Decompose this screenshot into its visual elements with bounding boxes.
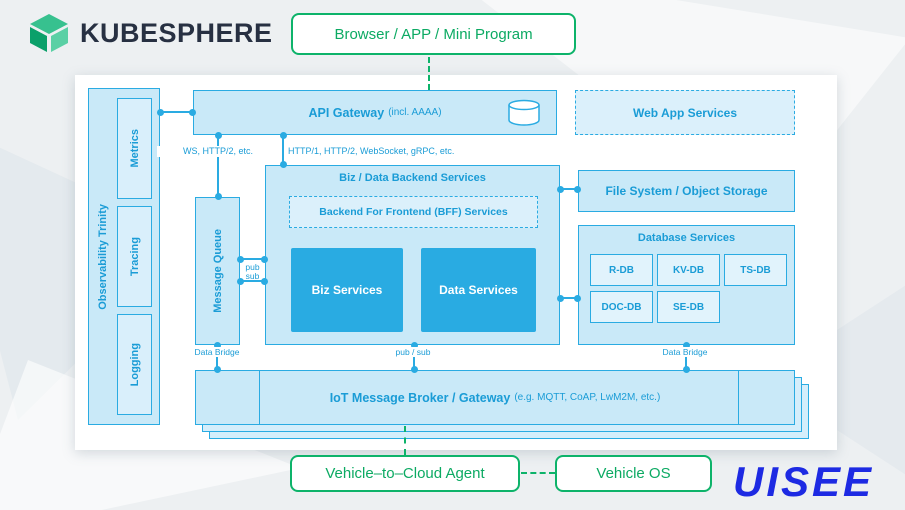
connector-observability-gateway: [157, 108, 196, 116]
connector-gateway-mq: [214, 132, 222, 200]
browser-app-label: Browser / APP / Mini Program: [334, 25, 533, 43]
se-db-label: SE-DB: [672, 301, 705, 313]
connector-iot-to-agent: [404, 426, 406, 455]
http-protocol-label: HTTP/1, HTTP/2, WebSocket, gRPC, etc.: [288, 146, 455, 156]
ws-protocol-label: WS, HTTP/2, etc.: [157, 146, 279, 157]
logging-label: Logging: [128, 342, 141, 387]
logging-box: Logging: [117, 314, 152, 415]
vehicle-to-cloud-agent-label: Vehicle–to–Cloud Agent: [325, 465, 485, 482]
architecture-canvas: Observability Trinity Metrics Tracing Lo…: [75, 75, 837, 450]
uisee-wordmark: UISEE: [733, 458, 875, 505]
data-bridge-left-label: Data Bridge: [185, 347, 249, 357]
pub-sub-label: pub / sub: [381, 347, 445, 357]
data-bridge-right-label: Data Bridge: [653, 347, 717, 357]
biz-services-box: Biz Services: [291, 248, 403, 332]
kubesphere-logo: KUBESPHERE: [28, 12, 273, 54]
metrics-label: Metrics: [128, 129, 141, 168]
database-services-box: Database Services R-DB KV-DB TS-DB DOC-D…: [578, 225, 795, 345]
data-services-box: Data Services: [421, 248, 536, 332]
doc-db-box: DOC-DB: [590, 291, 653, 323]
connector-database-iot: [682, 342, 690, 373]
biz-services-label: Biz Services: [311, 283, 383, 297]
web-app-services-label: Web App Services: [632, 105, 738, 120]
connector-browser-to-gateway: [428, 57, 430, 90]
vehicle-to-cloud-agent-box: Vehicle–to–Cloud Agent: [290, 455, 520, 492]
vehicle-os-box: Vehicle OS: [555, 455, 712, 492]
connector-mq-backend-pub: [237, 255, 268, 263]
doc-db-label: DOC-DB: [601, 301, 642, 313]
observability-trinity-box: Observability Trinity Metrics Tracing Lo…: [88, 88, 160, 425]
backend-services-box: Biz / Data Backend Services Backend For …: [265, 165, 560, 345]
file-system-box: File System / Object Storage: [578, 170, 795, 212]
connector-backend-filesystem: [557, 185, 581, 193]
bff-services-label: Backend For Frontend (BFF) Services: [319, 206, 508, 218]
r-db-label: R-DB: [609, 264, 634, 276]
message-queue-box: Message Queue: [195, 197, 240, 345]
vehicle-os-label: Vehicle OS: [596, 465, 671, 482]
api-gateway-title: API Gateway: [308, 105, 385, 120]
iot-broker-suffix: (e.g. MQTT, CoAP, LwM2M, etc.): [514, 392, 661, 403]
web-app-services-box: Web App Services: [575, 90, 795, 135]
backend-services-title: Biz / Data Backend Services: [339, 172, 486, 184]
kubesphere-logo-icon: [30, 14, 68, 52]
iot-broker-box: IoT Message Broker / Gateway (e.g. MQTT,…: [195, 370, 795, 425]
kv-db-box: KV-DB: [657, 254, 720, 286]
iot-broker-title: IoT Message Broker / Gateway: [329, 390, 511, 405]
bff-services-box: Backend For Frontend (BFF) Services: [289, 196, 538, 228]
iot-broker-divider: [259, 371, 260, 424]
ts-db-box: TS-DB: [724, 254, 787, 286]
kubesphere-wordmark: KUBESPHERE: [80, 17, 273, 48]
connector-gateway-backend: [279, 132, 287, 168]
tracing-box: Tracing: [117, 206, 152, 307]
metrics-box: Metrics: [117, 98, 152, 199]
iot-broker-divider: [738, 371, 739, 424]
observability-trinity-label-area: Observability Trinity: [89, 89, 117, 424]
file-system-label: File System / Object Storage: [605, 184, 768, 198]
message-queue-label: Message Queue: [211, 229, 224, 313]
sub-label: sub: [245, 271, 260, 281]
browser-app-box: Browser / APP / Mini Program: [291, 13, 576, 55]
api-gateway-box: API Gateway (incl. AAAA): [193, 90, 557, 135]
connector-backend-iot: [410, 342, 418, 373]
pub-label: pub: [245, 262, 260, 272]
observability-items: Metrics Tracing Logging: [117, 89, 159, 424]
se-db-box: SE-DB: [657, 291, 720, 323]
database-services-title: Database Services: [637, 232, 736, 244]
data-services-label: Data Services: [439, 283, 518, 297]
tracing-label: Tracing: [128, 236, 141, 277]
kv-db-label: KV-DB: [672, 264, 705, 276]
observability-trinity-label: Observability Trinity: [97, 203, 109, 310]
connector-backend-database: [557, 294, 581, 302]
connector-agent-to-vehicleos: [521, 472, 555, 474]
connector-mq-backend-sub: [237, 277, 268, 285]
api-gateway-suffix: (incl. AAAA): [388, 107, 442, 118]
ts-db-label: TS-DB: [740, 264, 771, 276]
r-db-box: R-DB: [590, 254, 653, 286]
database-cylinder-icon: [508, 99, 540, 126]
